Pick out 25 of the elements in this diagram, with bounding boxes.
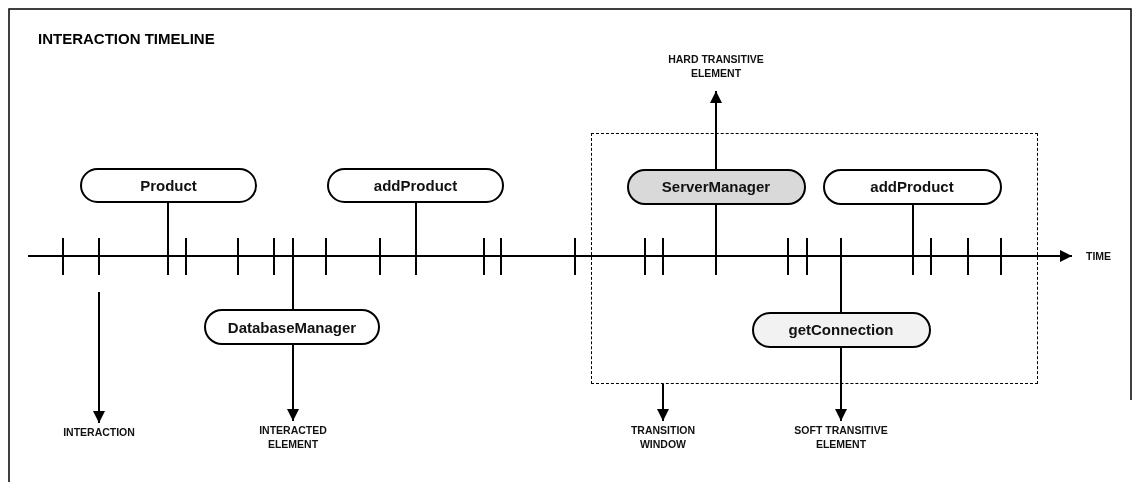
leader-line — [415, 202, 417, 276]
pill-node: getConnection — [751, 311, 931, 348]
callout-text: HARD TRANSITIVE ELEMENT — [656, 52, 776, 88]
axis-label: TIME — [1086, 249, 1112, 263]
dashed-window — [591, 133, 1038, 384]
callout-text: INTERACTION — [44, 425, 154, 443]
callout-text: SOFT TRANSITIVE ELEMENT — [771, 423, 911, 455]
leader-line — [840, 237, 842, 313]
arrow — [93, 291, 105, 424]
diagram-title: INTERACTION TIMELINE — [38, 30, 215, 47]
pill-node: addProduct — [327, 168, 504, 203]
pill-node: addProduct — [822, 168, 1002, 205]
leader-line — [167, 202, 169, 276]
pill-node: Product — [80, 168, 257, 203]
arrow — [710, 90, 722, 170]
leader-line — [912, 204, 914, 276]
callout-text: INTERACTED ELEMENT — [237, 423, 349, 455]
arrow — [287, 344, 299, 422]
pill-node: DatabaseManager — [204, 309, 380, 345]
callout-text: TRANSITION WINDOW — [608, 423, 718, 455]
arrow — [657, 383, 669, 422]
leader-line — [292, 237, 294, 310]
leader-line — [715, 204, 717, 276]
pill-node: ServerManager — [626, 168, 806, 205]
arrow — [835, 347, 847, 422]
